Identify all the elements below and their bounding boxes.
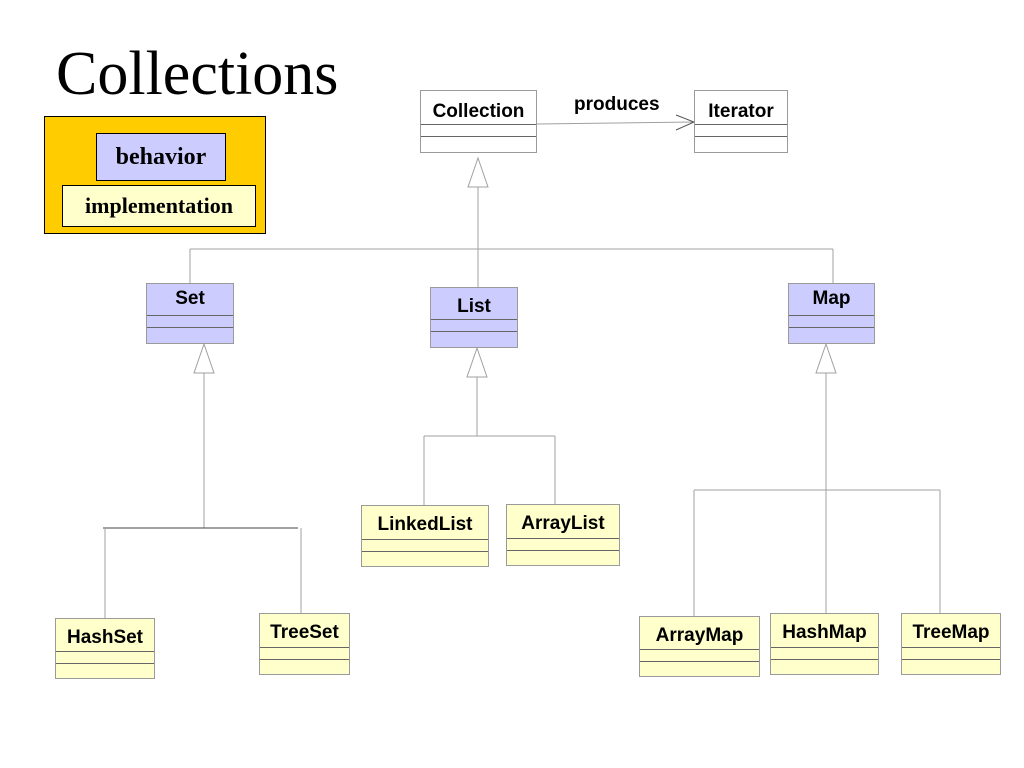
arraymap-class: ArrayMap <box>639 616 760 677</box>
iterator-class-name: Iterator <box>708 101 774 122</box>
collection-class-name: Collection <box>432 101 525 122</box>
collection-attributes-divider <box>421 124 536 125</box>
linkedlist-operations-divider <box>362 551 488 552</box>
hashset-class: HashSet <box>55 618 155 679</box>
linkedlist-class-name: LinkedList <box>377 514 473 535</box>
treemap-class-name: TreeMap <box>912 622 990 643</box>
hashmap-class: HashMap <box>770 613 879 675</box>
slide-title: Collections <box>56 40 339 108</box>
hashset-class-name: HashSet <box>66 627 144 648</box>
hashset-operations-divider <box>56 663 154 664</box>
list-inheritance-triangle <box>466 346 488 378</box>
map-operations-divider <box>789 327 874 328</box>
arraymap-class-name: ArrayMap <box>655 625 744 646</box>
set-attributes-divider <box>147 315 233 316</box>
hashmap-class-name: HashMap <box>782 622 867 643</box>
treemap-class: TreeMap <box>901 613 1001 675</box>
hashmap-attributes-divider <box>771 647 878 648</box>
arraylist-class: ArrayList <box>506 504 620 566</box>
collection-operations-divider <box>421 136 536 137</box>
arraylist-operations-divider <box>507 550 619 551</box>
treeset-attributes-divider <box>260 647 349 648</box>
collection-inheritance-triangle <box>467 156 489 188</box>
collection-class: Collection <box>420 90 537 153</box>
map-attributes-divider <box>789 315 874 316</box>
treeset-class: TreeSet <box>259 613 350 675</box>
arraylist-attributes-divider <box>507 538 619 539</box>
iterator-operations-divider <box>695 136 787 137</box>
produces-label: produces <box>574 94 660 115</box>
arraymap-operations-divider <box>640 661 759 662</box>
treemap-operations-divider <box>902 659 1000 660</box>
legend-behavior: behavior <box>96 133 226 181</box>
linkedlist-class: LinkedList <box>361 505 489 567</box>
hashset-attributes-divider <box>56 651 154 652</box>
produces-association-line <box>536 121 695 125</box>
iterator-class: Iterator <box>694 90 788 153</box>
arraymap-attributes-divider <box>640 649 759 650</box>
treeset-operations-divider <box>260 659 349 660</box>
list-attributes-divider <box>431 319 517 320</box>
set-interface: Set <box>146 283 234 344</box>
hashmap-operations-divider <box>771 659 878 660</box>
legend-implementation: implementation <box>62 185 256 227</box>
treemap-attributes-divider <box>902 647 1000 648</box>
map-inheritance-triangle <box>815 342 837 374</box>
treeset-class-name: TreeSet <box>270 622 339 643</box>
list-operations-divider <box>431 331 517 332</box>
iterator-attributes-divider <box>695 124 787 125</box>
set-interface-name: Set <box>175 288 205 309</box>
map-interface-name: Map <box>812 288 851 309</box>
linkedlist-attributes-divider <box>362 539 488 540</box>
map-interface: Map <box>788 283 875 344</box>
set-operations-divider <box>147 327 233 328</box>
legend: behavior implementation <box>44 116 266 234</box>
set-inheritance-triangle <box>193 342 215 374</box>
list-interface-name: List <box>457 296 491 317</box>
list-interface: List <box>430 287 518 348</box>
arraylist-class-name: ArrayList <box>521 513 605 534</box>
